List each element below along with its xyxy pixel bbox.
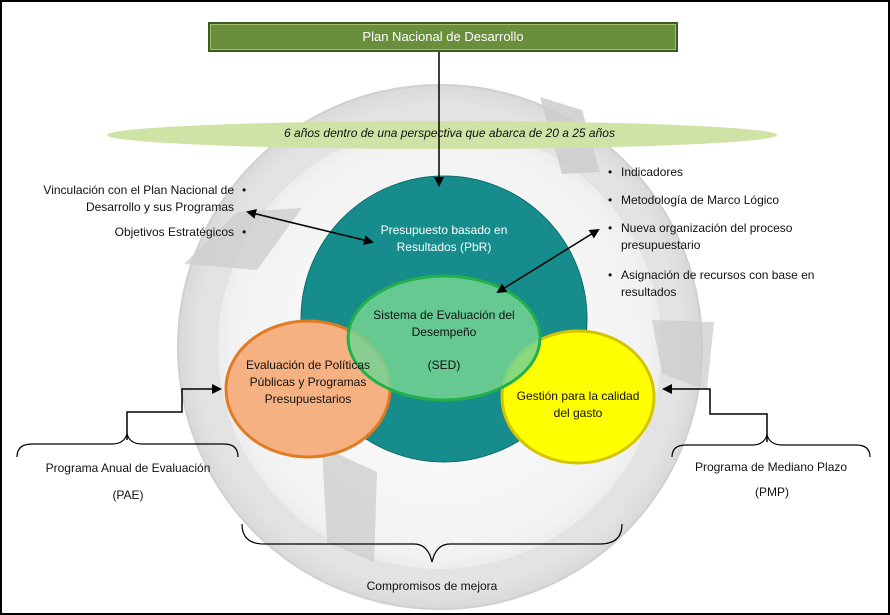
sed-ellipse <box>346 274 542 402</box>
right-item-marco-logico: Metodología de Marco Lógico <box>621 193 780 207</box>
right-item-indicadores: Indicadores <box>621 165 684 179</box>
pmp-abbr: (PMP) <box>755 485 789 499</box>
bullet-icon: • <box>608 165 613 179</box>
pae-abbr: (PAE) <box>112 488 144 502</box>
banner-text: 6 años dentro de una perspectiva que aba… <box>284 126 615 140</box>
bullet-icon: • <box>242 225 247 239</box>
gestion-ellipse <box>500 329 656 465</box>
bullet-icon: • <box>608 193 613 207</box>
brace-pae <box>16 431 239 458</box>
arrow-right-double <box>496 228 600 294</box>
arrow-left-double <box>246 209 374 245</box>
right-item-organizacion: Nueva organización del proceso presupues… <box>621 221 793 252</box>
arrow-pae <box>126 384 222 440</box>
brace-pmp <box>671 432 871 458</box>
evaluacion-label: Evaluación de Políticas Públicas y Progr… <box>245 358 371 406</box>
title-box: Plan Nacional de Desarrollo <box>208 22 678 52</box>
gestion-label: Gestión para la calidad del gasto <box>516 389 640 420</box>
sed-abbr: (SED) <box>427 358 461 372</box>
bullet-icon: • <box>608 221 613 235</box>
pbr-label: Presupuesto basado en Resultados (PbR) <box>380 223 508 254</box>
right-item-asignacion: Asignación de recursos con base en resul… <box>621 268 815 299</box>
bullet-icon: • <box>242 183 247 197</box>
left-item-vinculacion: Vinculación con el Plan Nacional de Desa… <box>43 183 234 214</box>
brace-bottom <box>241 523 623 563</box>
sed-label: Sistema de Evaluación del Desempeño <box>373 308 515 339</box>
compromisos-label: Compromisos de mejora <box>366 579 498 593</box>
left-item-objetivos: Objetivos Estratégicos <box>114 225 234 239</box>
banner-ellipse <box>107 121 777 149</box>
pmp-label: Programa de Mediano Plazo <box>694 460 848 474</box>
arrow-pmp <box>662 384 768 442</box>
title-text: Plan Nacional de Desarrollo <box>362 29 524 44</box>
pae-label: Programa Anual de Evaluación <box>45 461 211 475</box>
bullet-icon: • <box>608 268 613 282</box>
